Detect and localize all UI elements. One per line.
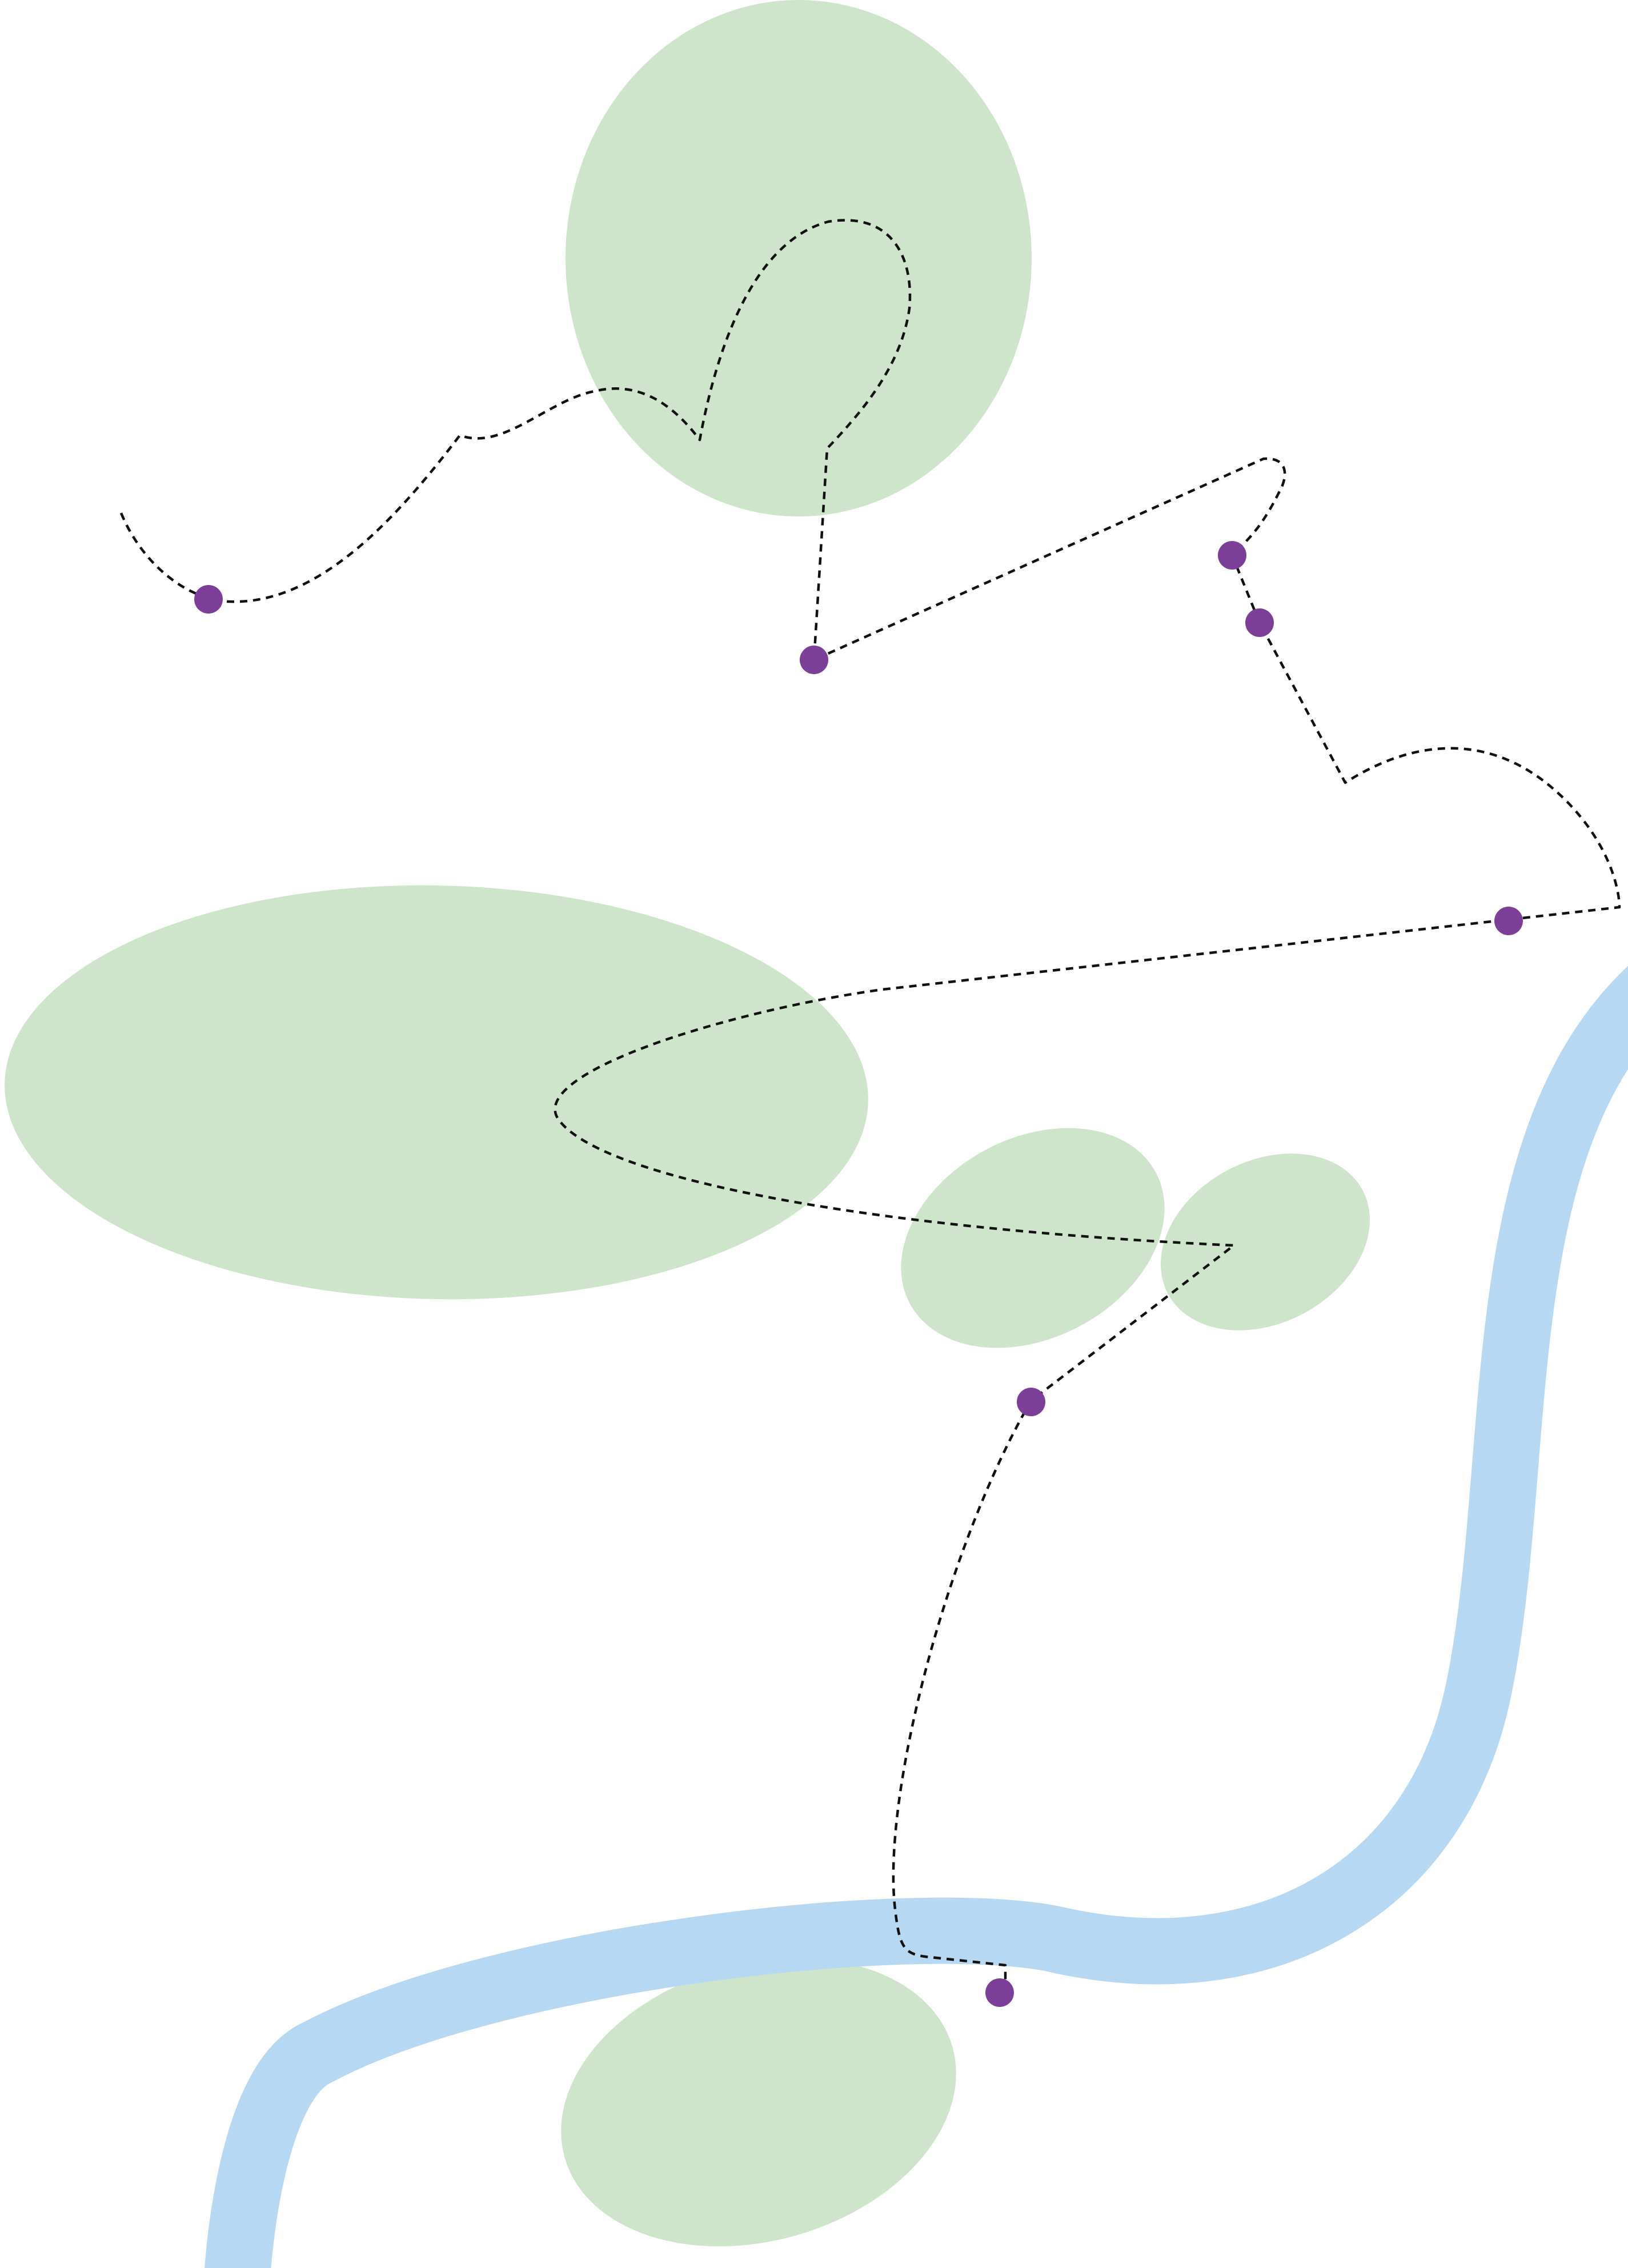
waypoint-marker[interactable] [985,1978,1014,2007]
park-center-oval [901,1128,1165,1348]
waypoint-marker[interactable] [1017,1388,1045,1416]
park-west-large [5,885,868,1300]
park-south [561,1958,956,2247]
route-path [119,219,1621,1993]
waypoint-marker[interactable] [800,646,828,674]
waypoints-layer [194,541,1523,2007]
waypoint-marker[interactable] [1245,608,1274,637]
river [204,965,1628,2268]
parks-layer [5,0,1370,2247]
waypoint-marker[interactable] [1218,541,1246,570]
park-north [566,0,1032,516]
waypoint-marker[interactable] [194,585,223,614]
park-east-oval [1161,1153,1370,1331]
waypoint-marker[interactable] [1494,907,1523,935]
